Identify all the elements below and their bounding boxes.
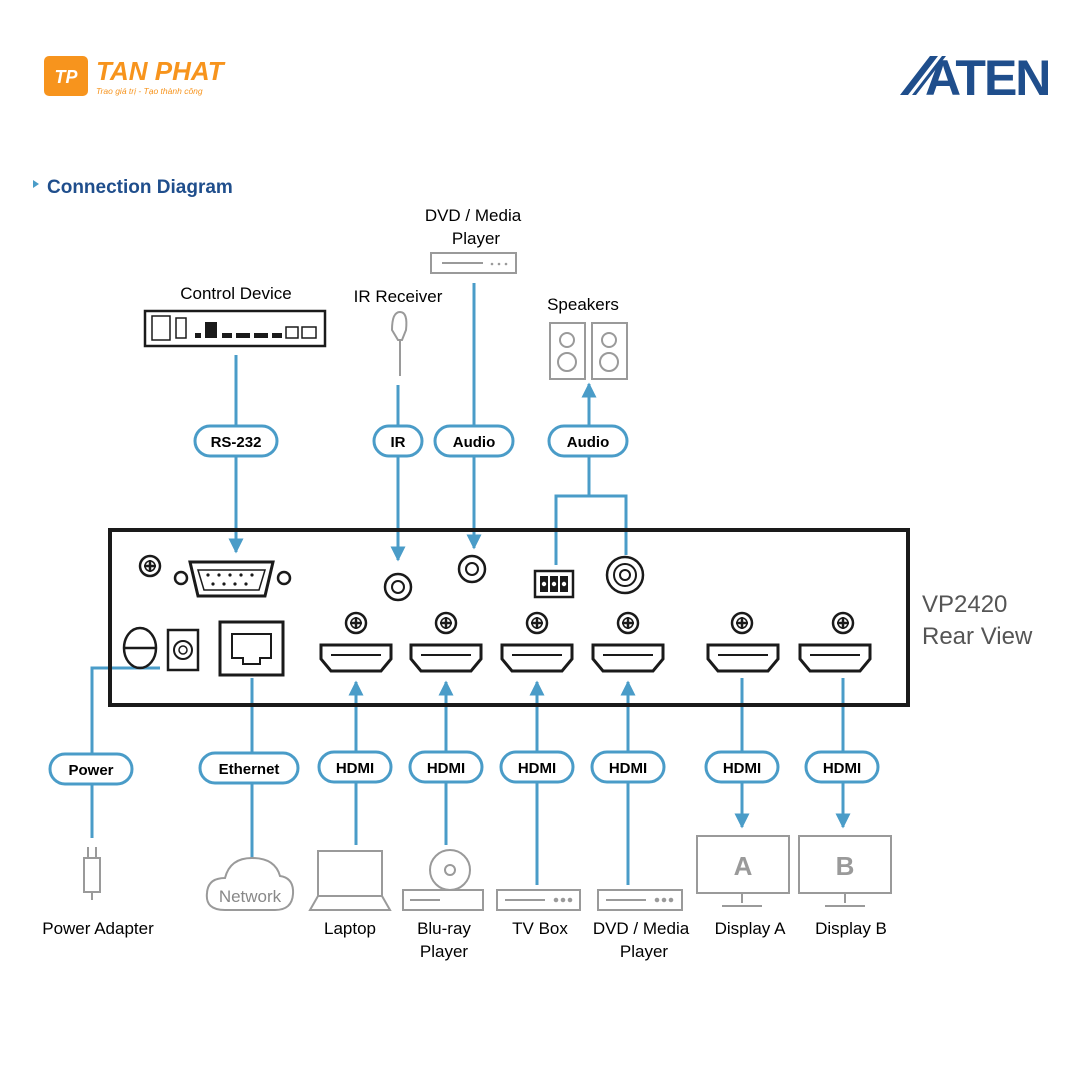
rs232-tag: RS-232 [193,424,279,458]
ground-screw-icon [138,554,162,578]
tanphat-logo: TP TAN PHAT Trao giá trị - Tạo thành côn… [44,56,226,96]
control-device-label: Control Device [180,284,292,303]
vp2420-rear-panel [108,528,910,707]
dvd-bottom-label-line1: DVD / Media [593,919,690,938]
screw-icon [616,611,640,635]
ir-tag-label: IR [391,434,406,451]
screw-icon [525,611,549,635]
display-a-letter: A [734,851,753,881]
audio-in-tag-label: Audio [453,434,496,451]
aten-logo-text: ATEN [925,50,1049,106]
power-switch-icon [122,626,158,670]
audio-jack-icon [457,554,487,584]
ethernet-tag: Ethernet [198,751,300,785]
hdmi-tag-2: HDMI [408,750,484,784]
display-b-letter: B [836,851,855,881]
ir-receiver-label: IR Receiver [354,287,443,306]
screw-icon [344,611,368,635]
hdmi-tag-5: HDMI [704,750,780,784]
audio-jack-icon [383,572,413,602]
audio-in-tag: Audio [433,424,515,458]
hdmi-tag-4-label: HDMI [609,760,647,777]
hdmi-tag-3-label: HDMI [518,760,556,777]
hdmi-port-icon [319,643,393,673]
screw-icon [730,611,754,635]
display-b-label: Display B [815,919,887,938]
hdmi-tag-3: HDMI [499,750,575,784]
section-title: Connection Diagram [47,177,233,198]
terminal-block-icon [533,569,575,599]
power-tag: Power [48,752,134,786]
rs232-tag-label: RS-232 [211,434,262,451]
laptop-icon [308,850,392,911]
hdmi-port-icon [591,643,665,673]
audio-out-tag: Audio [547,424,629,458]
bluray-player-icon [402,849,484,911]
rj45-port-icon [218,620,285,677]
dvd-bottom-label-line2: Player [620,942,669,961]
speakers-label: Speakers [547,295,619,314]
plug-icon [83,847,101,900]
hdmi-tag-1: HDMI [317,750,393,784]
screw-icon [831,611,855,635]
bluray-label-line1: Blu-ray [417,919,471,938]
hdmi-tag-6: HDMI [804,750,880,784]
db9-port-icon [173,560,292,598]
hdmi-tag-6-label: HDMI [823,760,861,777]
control-device-icon [143,309,327,348]
hdmi-port-icon [706,643,780,673]
audio-out-tag-label: Audio [567,434,610,451]
power-adapter-label: Power Adapter [42,919,154,938]
tanphat-logo-mark-text: TP [54,67,78,87]
hdmi-tag-1-label: HDMI [336,760,374,777]
dvd-player-icon [597,889,683,911]
audio-out-cable [554,384,628,565]
rca-jack-icon [605,555,645,595]
aten-logo-stripes [900,56,946,95]
dc-power-port-icon [166,628,200,672]
tvbox-icon [496,889,581,911]
display-a-label: Display A [715,919,787,938]
dvd-player-icon [430,252,517,274]
hdmi-tag-2-label: HDMI [427,760,465,777]
dvd-top-label-line2: Player [452,229,501,248]
ir-tag: IR [372,424,424,458]
speaker-icon [549,322,628,380]
tanphat-tagline: Trao giá trị - Tạo thành công [96,86,203,96]
hdmi-port-icon [798,643,872,673]
laptop-label: Laptop [324,919,376,938]
ethernet-tag-label: Ethernet [219,761,280,778]
monitor-icon [798,835,892,907]
device-view-label: Rear View [922,623,1033,650]
hdmi-port-icon [409,643,483,673]
hdmi-port-icon [500,643,574,673]
ir-sensor-icon [390,310,408,376]
power-tag-label: Power [68,762,113,779]
tvbox-label: TV Box [512,919,568,938]
screw-icon [434,611,458,635]
hdmi-tag-4: HDMI [590,750,666,784]
device-model-label: VP2420 [922,591,1007,618]
triangle-bullet-icon [33,180,39,188]
tanphat-logo-mark [44,56,88,96]
cloud-icon: Network [205,856,295,911]
monitor-icon [696,835,790,907]
tanphat-brand-name: TAN PHAT [96,56,226,86]
hdmi-tag-5-label: HDMI [723,760,761,777]
bluray-label-line2: Player [420,942,469,961]
dvd-top-label-line1: DVD / Media [425,206,522,225]
network-label: Network [219,887,282,906]
aten-logo: ATEN [900,50,1051,106]
